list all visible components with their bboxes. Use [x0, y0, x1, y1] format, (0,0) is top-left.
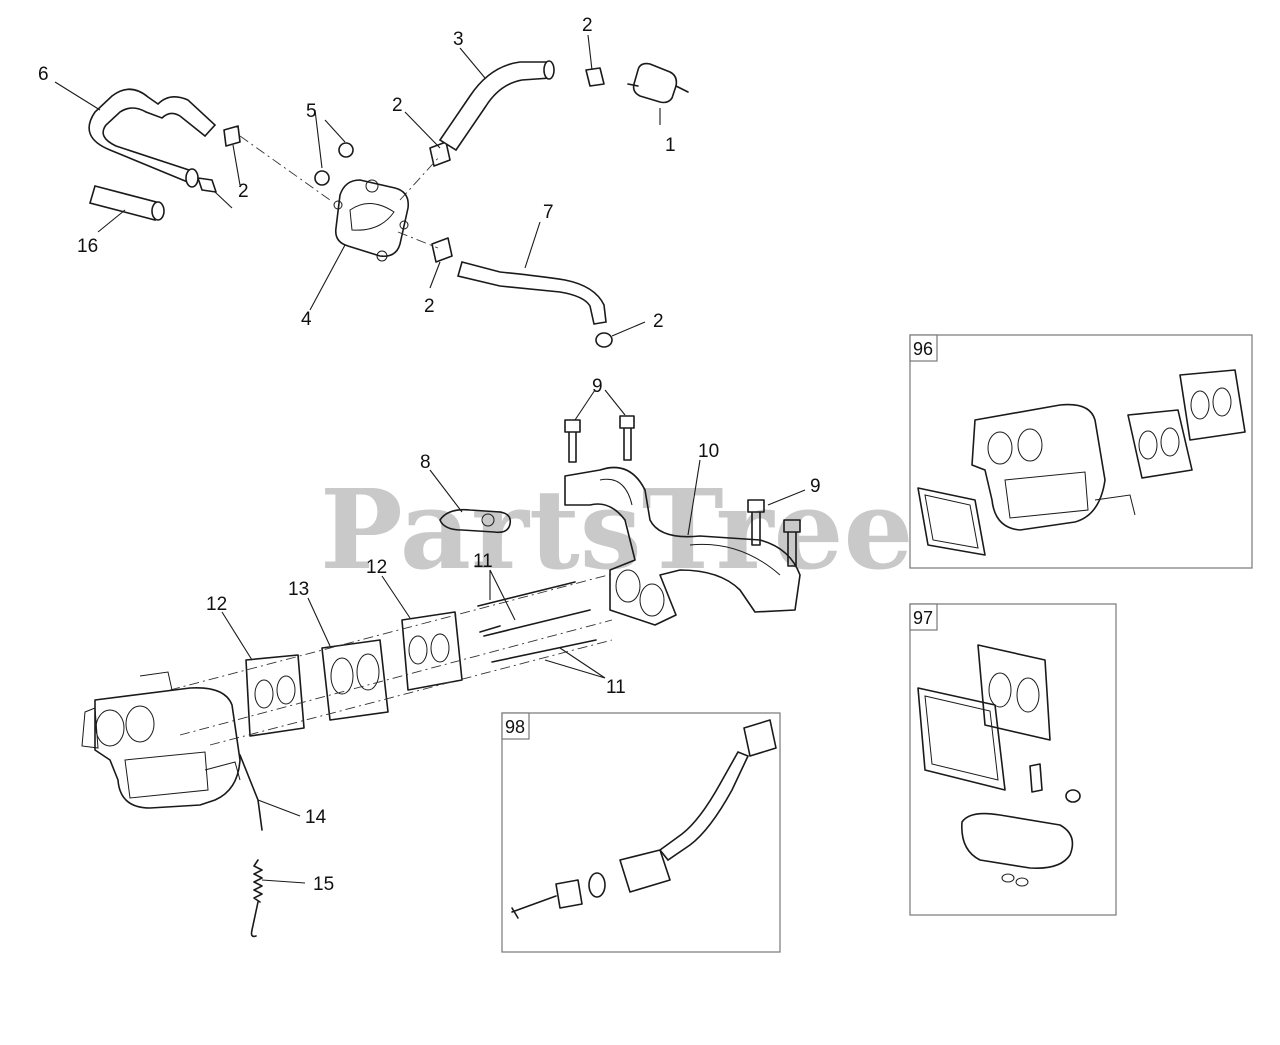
stud-11[interactable] — [477, 581, 597, 663]
callout-1: 1 — [665, 135, 676, 156]
callout-15: 15 — [313, 874, 334, 895]
leader-lines — [54, 34, 806, 884]
callout-9: 9 — [810, 476, 821, 497]
callout-12: 12 — [206, 594, 227, 615]
fuel-hose-6[interactable] — [88, 88, 217, 188]
callout-2: 2 — [424, 296, 435, 317]
bolt-9[interactable] — [564, 415, 801, 567]
callout-10: 10 — [698, 441, 719, 462]
callout-4: 4 — [301, 309, 312, 330]
callout-11: 11 — [606, 677, 626, 698]
pump-screw-5[interactable] — [314, 142, 354, 186]
callout-6: 6 — [38, 64, 49, 85]
kit-97-panel[interactable]: 97 — [909, 603, 1117, 916]
callout-13: 13 — [288, 579, 309, 600]
fuel-hose-3[interactable] — [438, 60, 555, 152]
callout-5: 5 — [306, 101, 317, 122]
fuel-pump-4[interactable] — [333, 179, 410, 262]
kit-96-panel[interactable]: 96 — [909, 334, 1253, 569]
callout-2: 2 — [653, 311, 664, 332]
callout-14: 14 — [305, 807, 327, 828]
callout-16: 16 — [77, 236, 98, 257]
spacer-13[interactable] — [321, 639, 389, 721]
callout-3: 3 — [453, 29, 464, 50]
callout-12: 12 — [366, 557, 387, 578]
callout-2: 2 — [238, 181, 249, 202]
gasket-12-right[interactable] — [401, 611, 463, 691]
callout-7: 7 — [543, 202, 554, 223]
carburetor[interactable] — [81, 671, 241, 809]
callout-2: 2 — [582, 15, 593, 36]
spring-15[interactable] — [250, 859, 263, 938]
kit-97-label: 97 — [913, 608, 933, 628]
hose-clamp[interactable] — [197, 67, 613, 348]
kit-96-label: 96 — [913, 339, 933, 359]
fuel-filter-1[interactable] — [627, 62, 689, 104]
watermark: PartsTree — [320, 465, 914, 594]
callout-11: 11 — [473, 551, 493, 572]
callout-9: 9 — [592, 376, 603, 397]
intake-manifold-10[interactable] — [564, 466, 801, 626]
fuel-hose-7[interactable] — [457, 261, 607, 325]
callout-8: 8 — [420, 452, 431, 473]
kit-98-panel[interactable]: 98 — [501, 712, 781, 953]
kit-98-label: 98 — [505, 717, 525, 737]
link-rod-14[interactable] — [239, 754, 263, 831]
callout-2: 2 — [392, 95, 403, 116]
gasket-12-left[interactable] — [245, 654, 305, 737]
hose-16[interactable] — [88, 185, 165, 221]
